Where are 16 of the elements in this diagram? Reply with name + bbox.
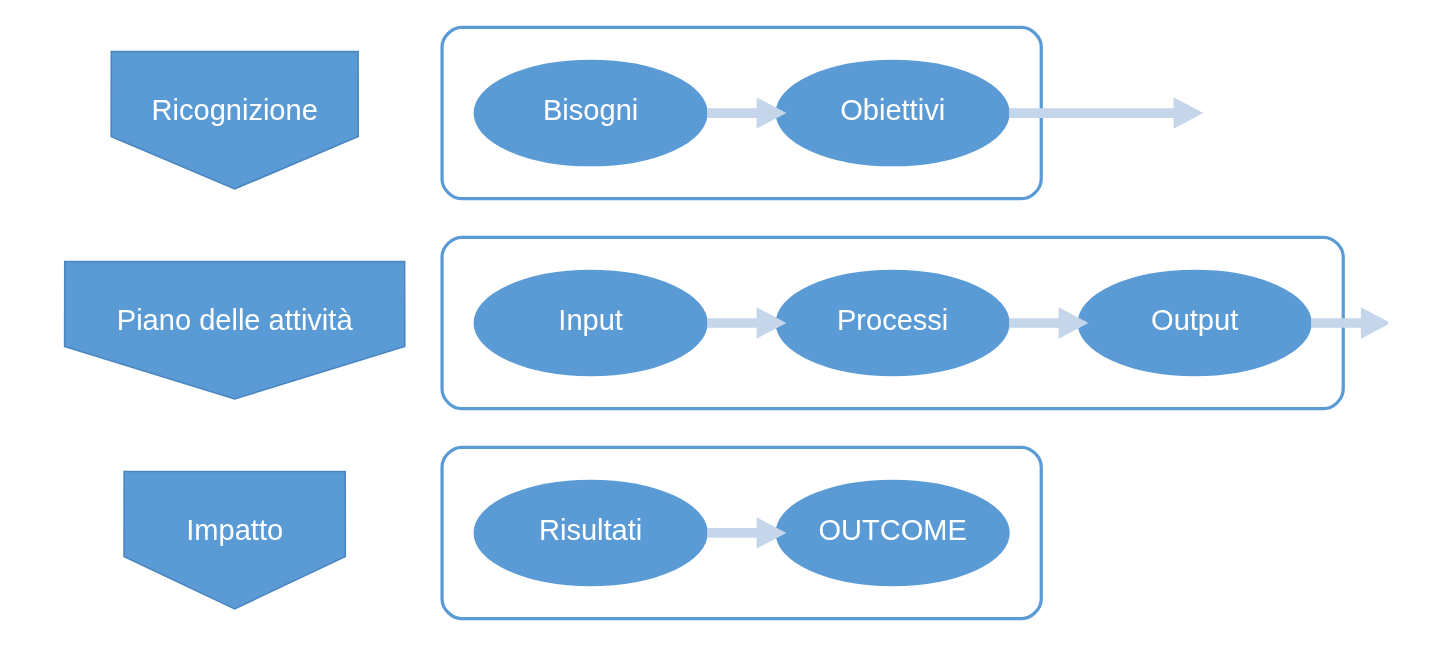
arrow: [1009, 97, 1204, 129]
node-ellipse: Input: [473, 269, 708, 377]
node-ellipse: Bisogni: [473, 59, 708, 167]
arrow: [1009, 307, 1089, 339]
arrow: [707, 97, 787, 129]
arrow: [1311, 307, 1388, 339]
cluster: [440, 445, 1043, 621]
node-ellipse: Output: [1077, 269, 1312, 377]
node-ellipse: Processi: [775, 269, 1010, 377]
node-ellipse: Risultati: [473, 479, 708, 587]
node-ellipse: Obiettivi: [775, 59, 1010, 167]
arrow: [707, 517, 787, 549]
node-ellipse: OUTCOME: [775, 479, 1010, 587]
arrow: [707, 307, 787, 339]
cluster: [440, 25, 1043, 201]
cluster: [440, 235, 1345, 411]
